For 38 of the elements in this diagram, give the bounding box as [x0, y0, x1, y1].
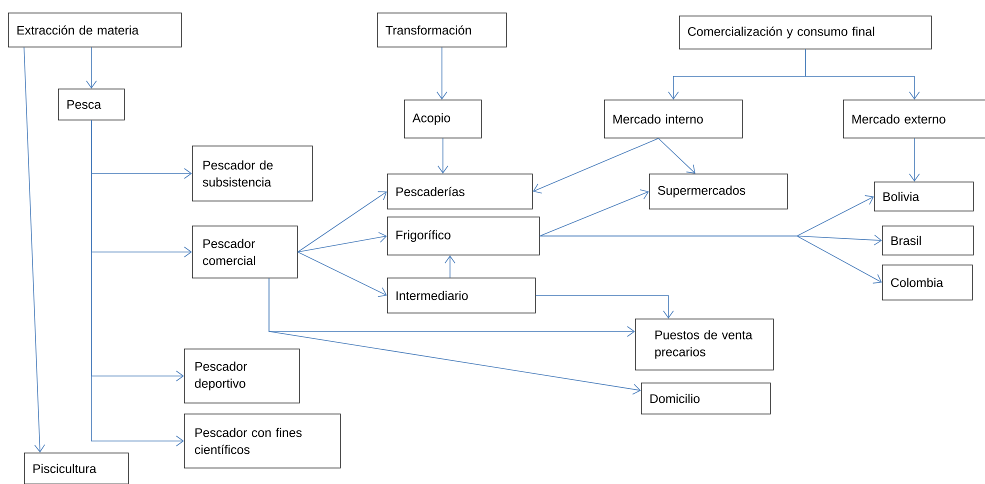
- process-box: Pescador deportivo: [184, 348, 300, 404]
- process-box: Piscicultura: [24, 452, 129, 484]
- process-box: Mercado interno: [604, 100, 743, 138]
- arrow: [444, 255, 456, 278]
- arrow: [297, 252, 387, 298]
- process-box: Puestos de venta precarios: [635, 318, 774, 370]
- arrow: [438, 138, 448, 174]
- process-box: Extracción de materia: [8, 12, 182, 48]
- process-box: Acopio: [404, 100, 482, 138]
- arrow: [24, 47, 46, 453]
- arrow: [539, 189, 649, 236]
- arrow: [532, 138, 659, 194]
- process-box: Comercialización y consumo final: [679, 16, 932, 50]
- process-box: Colombia: [882, 264, 973, 300]
- arrow: [909, 138, 920, 182]
- process-box: Bolivia: [874, 182, 974, 212]
- process-box: Mercado externo: [843, 100, 985, 138]
- arrow: [268, 278, 641, 395]
- arrow: [658, 138, 696, 174]
- process-box: Pesca: [58, 88, 125, 120]
- process-box: Pescador de subsistencia: [192, 146, 313, 202]
- process-box: Transformación: [377, 12, 507, 48]
- arrow: [539, 236, 882, 284]
- process-box: Pescaderías: [387, 174, 533, 210]
- arrow: [297, 191, 387, 252]
- arrow: [297, 232, 387, 252]
- arrow: [436, 47, 448, 100]
- arrow: [91, 120, 184, 446]
- process-box: Pescador con fines científicos: [184, 414, 341, 468]
- process-box: Intermediario: [387, 278, 536, 314]
- process-box: Frigorífico: [387, 216, 540, 256]
- process-box: Pescador comercial: [192, 226, 298, 278]
- arrow: [805, 49, 920, 100]
- process-box: Supermercados: [649, 174, 788, 210]
- process-box: Domicilio: [641, 382, 771, 414]
- arrow: [86, 47, 97, 89]
- process-box: Brasil: [882, 226, 974, 256]
- arrow: [535, 295, 674, 319]
